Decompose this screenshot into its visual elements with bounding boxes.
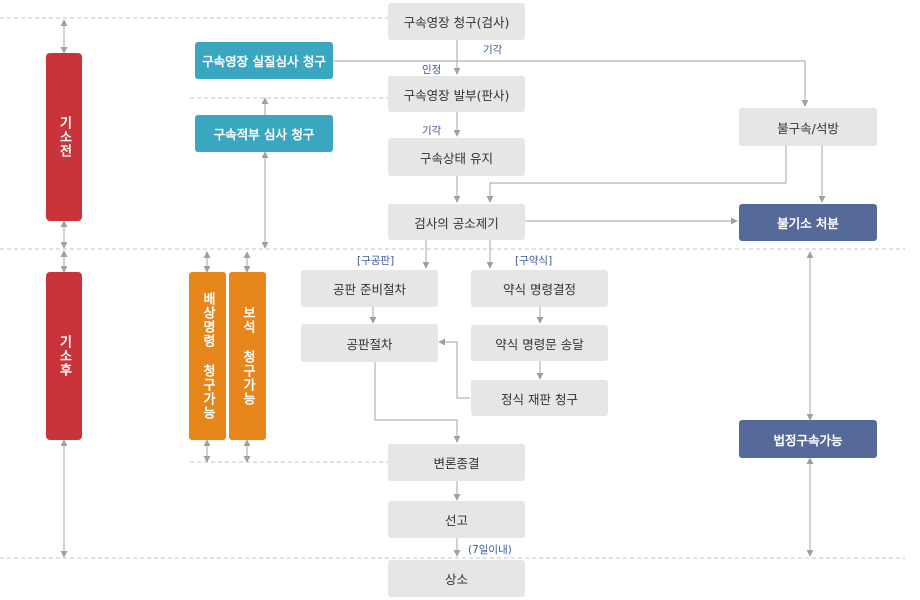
arrow-trial-to-closing (374, 362, 461, 443)
stage-pre-char-1: 기 (56, 116, 72, 130)
stage-post-char-2: 소 (56, 349, 72, 363)
trial-box: 공판절차 (301, 324, 438, 362)
sentence-box: 선고 (388, 501, 525, 538)
summary-order-box: 약식 명령결정 (471, 270, 608, 307)
rejected-label-1: 기각 (483, 44, 503, 56)
bail-box: 보석 청구가능 (229, 272, 266, 440)
rejected-label-2: 기각 (422, 125, 442, 137)
legality-review-box: 구속적부 심사 청구 (195, 115, 333, 152)
detention-box: 구속상태 유지 (388, 138, 525, 176)
arrow-reject-to-release (333, 60, 809, 107)
stage-post-indictment: 기 소 후 (46, 272, 82, 440)
stage-pre-char-2: 소 (56, 130, 72, 144)
closing-box: 변론종결 (388, 444, 525, 481)
indictment-box: 검사의 공소제기 (388, 204, 525, 240)
stage-pre-indictment: 기 소 전 (46, 53, 82, 221)
stage-post-char-1: 기 (56, 335, 72, 349)
compensation-order-box: 배상명령 청구가능 (189, 272, 226, 440)
summary-delivery-box: 약식 명령문 송달 (471, 325, 608, 361)
warrant-issued-box: 구속영장 발부(판사) (388, 76, 525, 112)
summary-track-label: [구약식] (515, 255, 553, 267)
stage-post-char-3: 후 (56, 363, 72, 377)
non-indictment-box: 불기소 처분 (739, 204, 877, 241)
within-days-label: (7일이내) (468, 544, 512, 556)
arrow-release-to-indictment (486, 146, 787, 203)
approved-label: 인정 (422, 64, 442, 76)
arrow-formal-to-trial (438, 338, 470, 399)
warrant-request-box: 구속영장 청구(검사) (388, 3, 525, 40)
stage-pre-char-3: 전 (56, 144, 72, 158)
appeal-box: 상소 (388, 560, 525, 597)
formal-track-label: [구공판] (357, 255, 395, 267)
sil-review-box: 구속영장 실질심사 청구 (195, 42, 333, 79)
release-box: 불구속/석방 (739, 108, 877, 146)
court-detention-box: 법정구속가능 (739, 420, 877, 458)
formal-trial-box: 정식 재판 청구 (471, 380, 608, 416)
pretrial-box: 공판 준비절차 (301, 270, 438, 307)
